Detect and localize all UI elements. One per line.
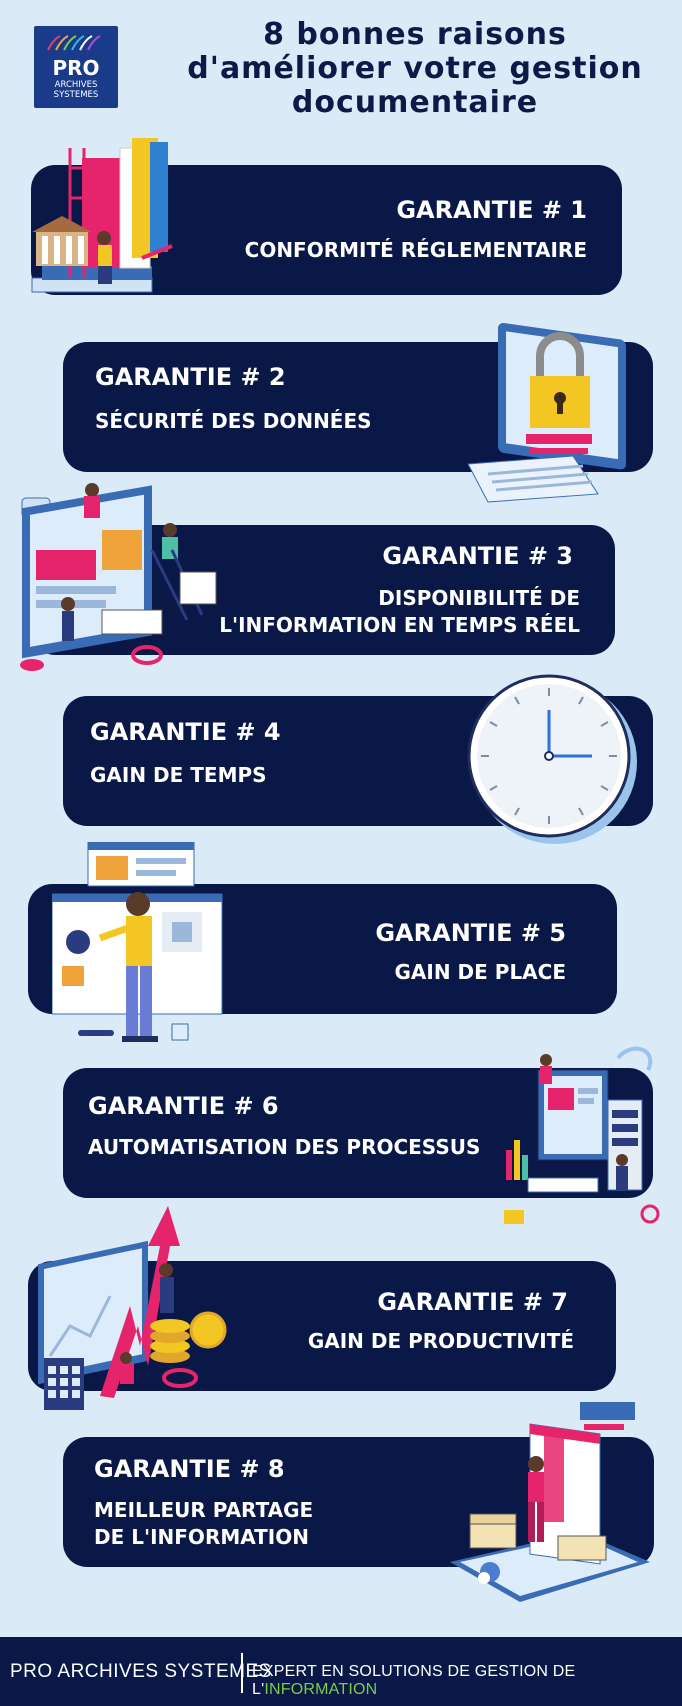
footer-brand: PRO ARCHIVES SYSTEMES — [10, 1661, 272, 1682]
card-heading: GARANTIE # 1 — [396, 196, 587, 224]
card-subtitle: CONFORMITÉ RÉGLEMENTAIRE — [244, 238, 587, 262]
footer: PRO ARCHIVES SYSTEMES EXPERT EN SOLUTION… — [0, 1637, 682, 1706]
logo-line1: ARCHIVES — [54, 80, 98, 90]
secure-computer-icon — [468, 323, 626, 503]
books-library-icon — [31, 138, 173, 293]
card-heading: GARANTIE # 5 — [375, 919, 566, 947]
card-subtitle-line2: DE L'INFORMATION — [94, 1525, 309, 1549]
card-subtitle-line2: L'INFORMATION EN TEMPS RÉEL — [219, 613, 580, 637]
card-heading: GARANTIE # 8 — [94, 1455, 285, 1483]
footer-tagline: EXPERT EN SOLUTIONS DE GESTION DE L'INFO… — [252, 1663, 682, 1699]
footer-tagline-highlight: INFORMATION — [264, 1681, 378, 1698]
growth-chart-icon — [38, 1206, 227, 1410]
logo-stripes-icon — [47, 35, 101, 51]
card-subtitle: SÉCURITÉ DES DONNÉES — [95, 409, 372, 433]
clock-icon — [467, 674, 637, 844]
servers-workflow-icon — [504, 1046, 660, 1224]
card-heading: GARANTIE # 7 — [377, 1288, 568, 1316]
logo-subtitle: ARCHIVES SYSTEMES — [34, 80, 118, 100]
company-logo: PRO ARCHIVES SYSTEMES — [34, 26, 118, 108]
logo-brand: PRO — [52, 56, 100, 80]
card-subtitle-line1: DISPONIBILITÉ DE — [378, 586, 580, 610]
card-subtitle: GAIN DE PRODUCTIVITÉ — [307, 1329, 574, 1353]
document-sharing-icon — [450, 1402, 650, 1602]
footer-tagline-prefix: EXPERT EN SOLUTIONS DE GESTION DE L' — [252, 1663, 576, 1698]
presenter-board-icon — [52, 842, 223, 1042]
card-subtitle: GAIN DE PLACE — [394, 960, 566, 984]
card-heading: GARANTIE # 2 — [95, 363, 286, 391]
card-heading: GARANTIE # 4 — [90, 718, 281, 746]
title-line1: 8 bonnes raisons — [263, 17, 567, 52]
card-subtitle-line1: MEILLEUR PARTAGE — [94, 1498, 314, 1522]
title-line2: d'améliorer votre gestion — [187, 51, 643, 86]
page-title: 8 bonnes raisons d'améliorer votre gesti… — [150, 18, 680, 120]
logo-line2: SYSTEMES — [53, 90, 99, 100]
title-line3: documentaire — [291, 85, 539, 120]
card-heading: GARANTIE # 6 — [88, 1092, 279, 1120]
card-subtitle: GAIN DE TEMPS — [90, 763, 267, 787]
card-subtitle: AUTOMATISATION DES PROCESSUS — [88, 1135, 481, 1159]
realtime-dashboard-icon — [20, 483, 217, 671]
card-heading: GARANTIE # 3 — [382, 542, 573, 570]
footer-divider — [241, 1653, 243, 1693]
